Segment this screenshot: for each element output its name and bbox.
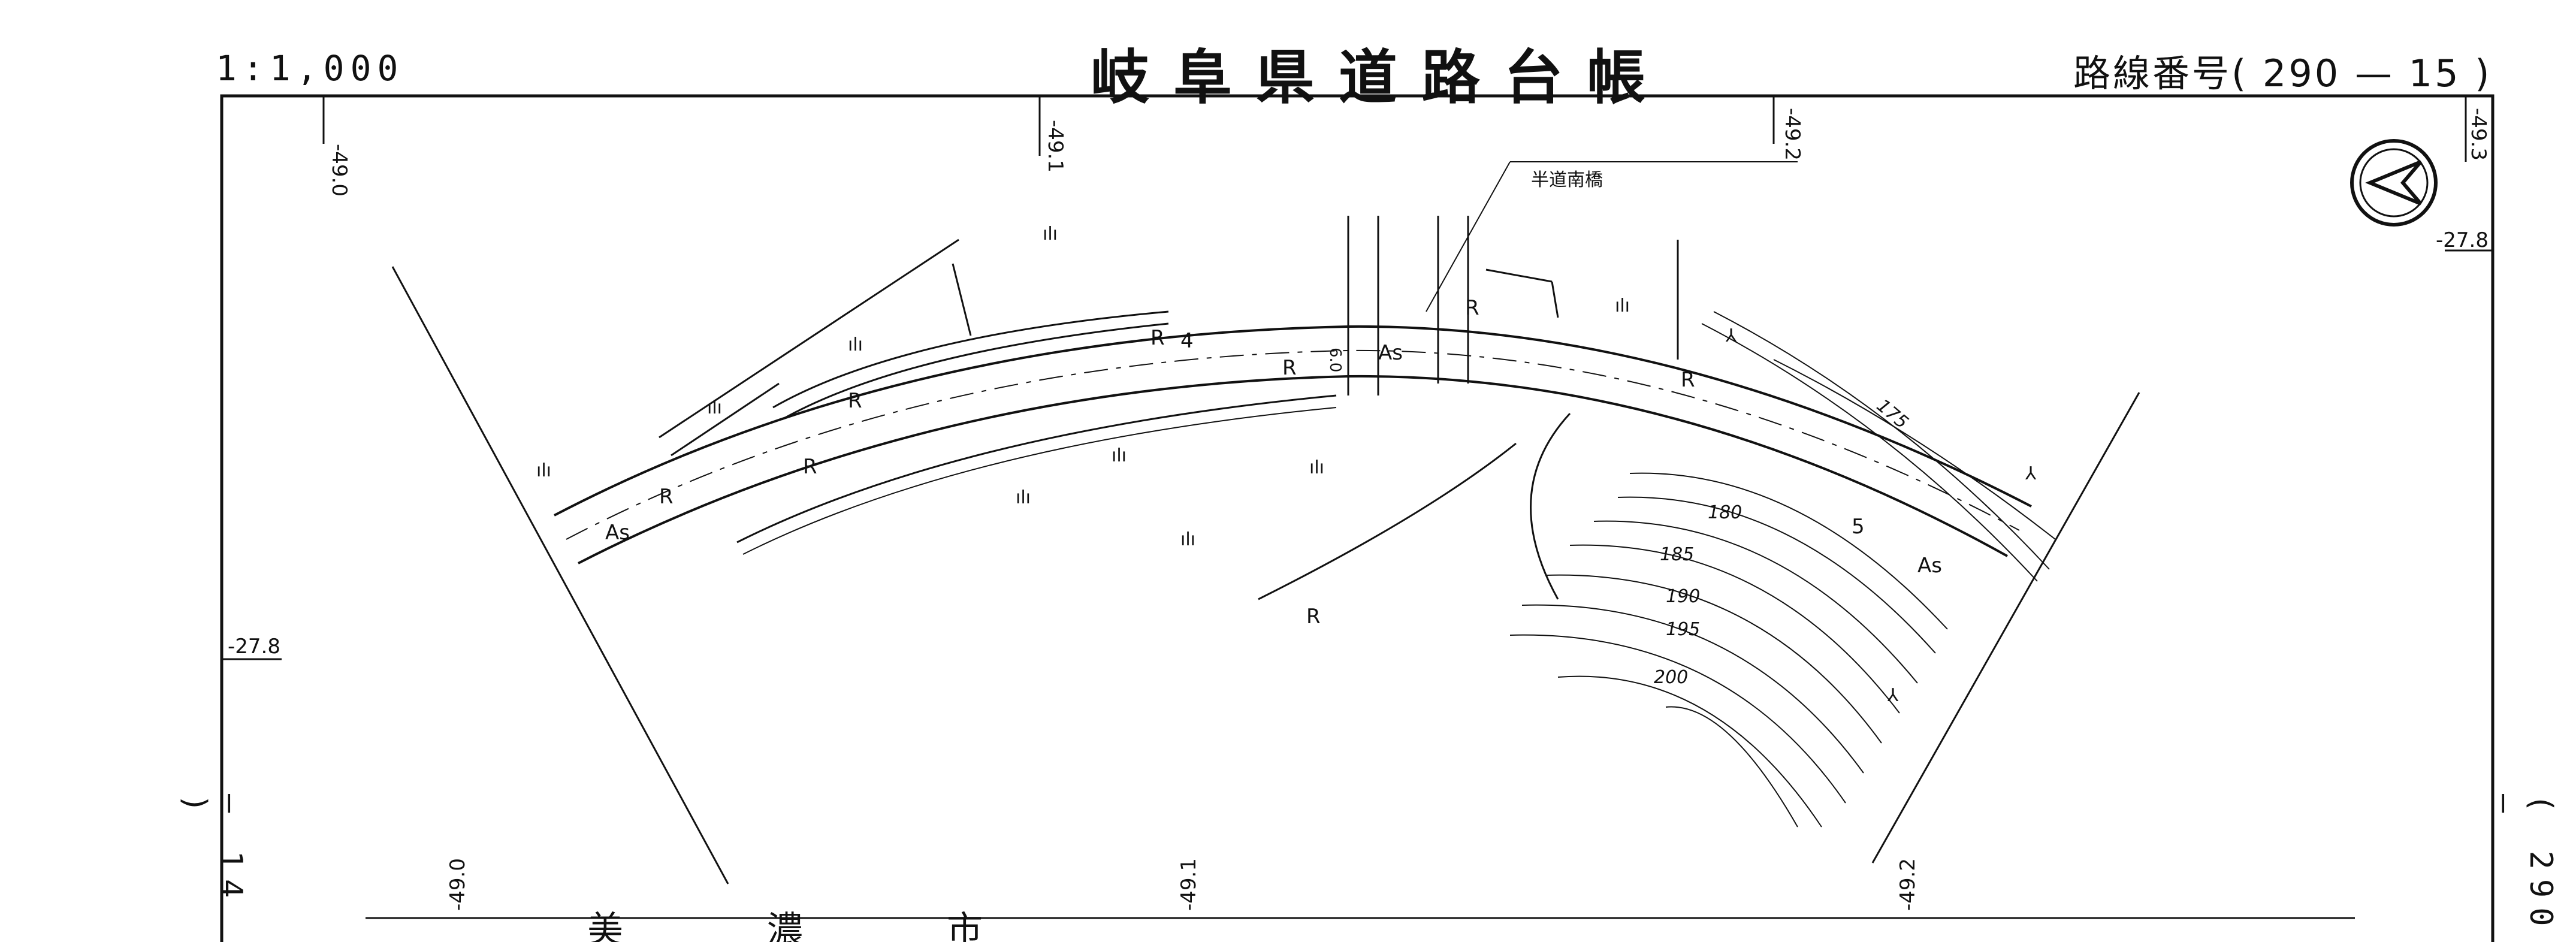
north-arrow-icon	[2350, 139, 2438, 227]
route-number: 路線番号( 290 — 15 )	[2073, 52, 2492, 95]
grass-symbol: ⅄	[2025, 463, 2037, 484]
bridge-name: 半道南橋	[1531, 170, 1603, 191]
grid-label-top-493: -49.3	[2466, 108, 2490, 161]
width-mark-5: 5	[1852, 515, 1865, 539]
retaining-mark-7: R	[1681, 368, 1695, 392]
retaining-mark-3: R	[848, 389, 862, 413]
place-char-1: 美	[587, 909, 623, 942]
contour-lines	[1509, 472, 1948, 828]
grid-label-right-278: -27.8	[2436, 228, 2489, 252]
grid-ticks	[222, 96, 2493, 660]
grid-label-top-490: -49.0	[327, 144, 351, 197]
retaining-mark-5: R	[1282, 356, 1297, 380]
map-frame	[220, 94, 2495, 942]
retaining-mark-1: R	[659, 485, 674, 509]
contour-180: 180	[1708, 502, 1742, 523]
grid-labels: -49.0 -49.1 -49.2 -49.3 -49.0 -49.1 -49.…	[228, 108, 2490, 911]
page-number-left: — 14 )	[177, 794, 249, 908]
grid-label-top-491: -49.1	[1043, 120, 1067, 173]
surface-as-center: As	[1378, 341, 1403, 365]
width-mark-4: 4	[1180, 329, 1194, 353]
contour-190: 190	[1666, 586, 1700, 607]
tree-symbol: ılı	[707, 397, 722, 418]
map-scale: 1:1,000	[216, 48, 404, 89]
place-char-3: 市	[947, 909, 983, 942]
grass-symbol: ⅄	[1888, 685, 1899, 706]
retaining-mark-4: R	[1150, 326, 1165, 350]
tree-symbol: ılı	[1180, 529, 1195, 550]
surface-as-west: As	[605, 521, 630, 545]
page-title: 岐阜県道路台帳	[1091, 43, 1670, 112]
tree-symbol: ılı	[1615, 295, 1630, 316]
road-annotations: As As As R R R R R R R R 4 5 6.0	[605, 296, 1942, 629]
retaining-mark-8: R	[1306, 605, 1321, 629]
grid-label-bottom-492: -49.2	[1896, 858, 1920, 911]
tree-symbol: ılı	[1112, 445, 1127, 466]
contour-185: 185	[1660, 544, 1694, 565]
contour-200: 200	[1654, 667, 1688, 688]
embankment	[1701, 311, 2056, 582]
side-roads	[659, 216, 1679, 600]
tree-symbol: ılı	[1043, 224, 1058, 244]
grass-symbol: ⅄	[1726, 325, 1737, 346]
retaining-mark-6: R	[1465, 296, 1479, 320]
bridge-leader	[1426, 161, 1798, 312]
grid-label-left-278: -27.8	[228, 635, 280, 659]
grid-label-bottom-491: -49.1	[1177, 858, 1201, 911]
surface-as-east: As	[1917, 554, 1942, 578]
grid-label-top-492: -49.2	[1780, 108, 1804, 161]
tree-symbol: ılı	[1016, 487, 1031, 508]
vegetation-symbols: ılı ılı ılı ılı ılı ılı ılı ılı ılı ⅄ ⅄ …	[536, 224, 2037, 706]
retaining-mark-2: R	[803, 455, 817, 479]
survey-boundary	[391, 266, 2140, 884]
tree-symbol: ılı	[1309, 457, 1324, 478]
place-char-2: 濃	[767, 909, 803, 942]
tree-symbol: ılı	[848, 334, 863, 355]
width-mark-60: 6.0	[1326, 348, 1344, 372]
contour-195: 195	[1666, 619, 1700, 640]
place-name: 美 濃 市	[587, 909, 983, 942]
grid-label-bottom-490: -49.0	[446, 858, 470, 911]
tree-symbol: ılı	[536, 460, 551, 481]
